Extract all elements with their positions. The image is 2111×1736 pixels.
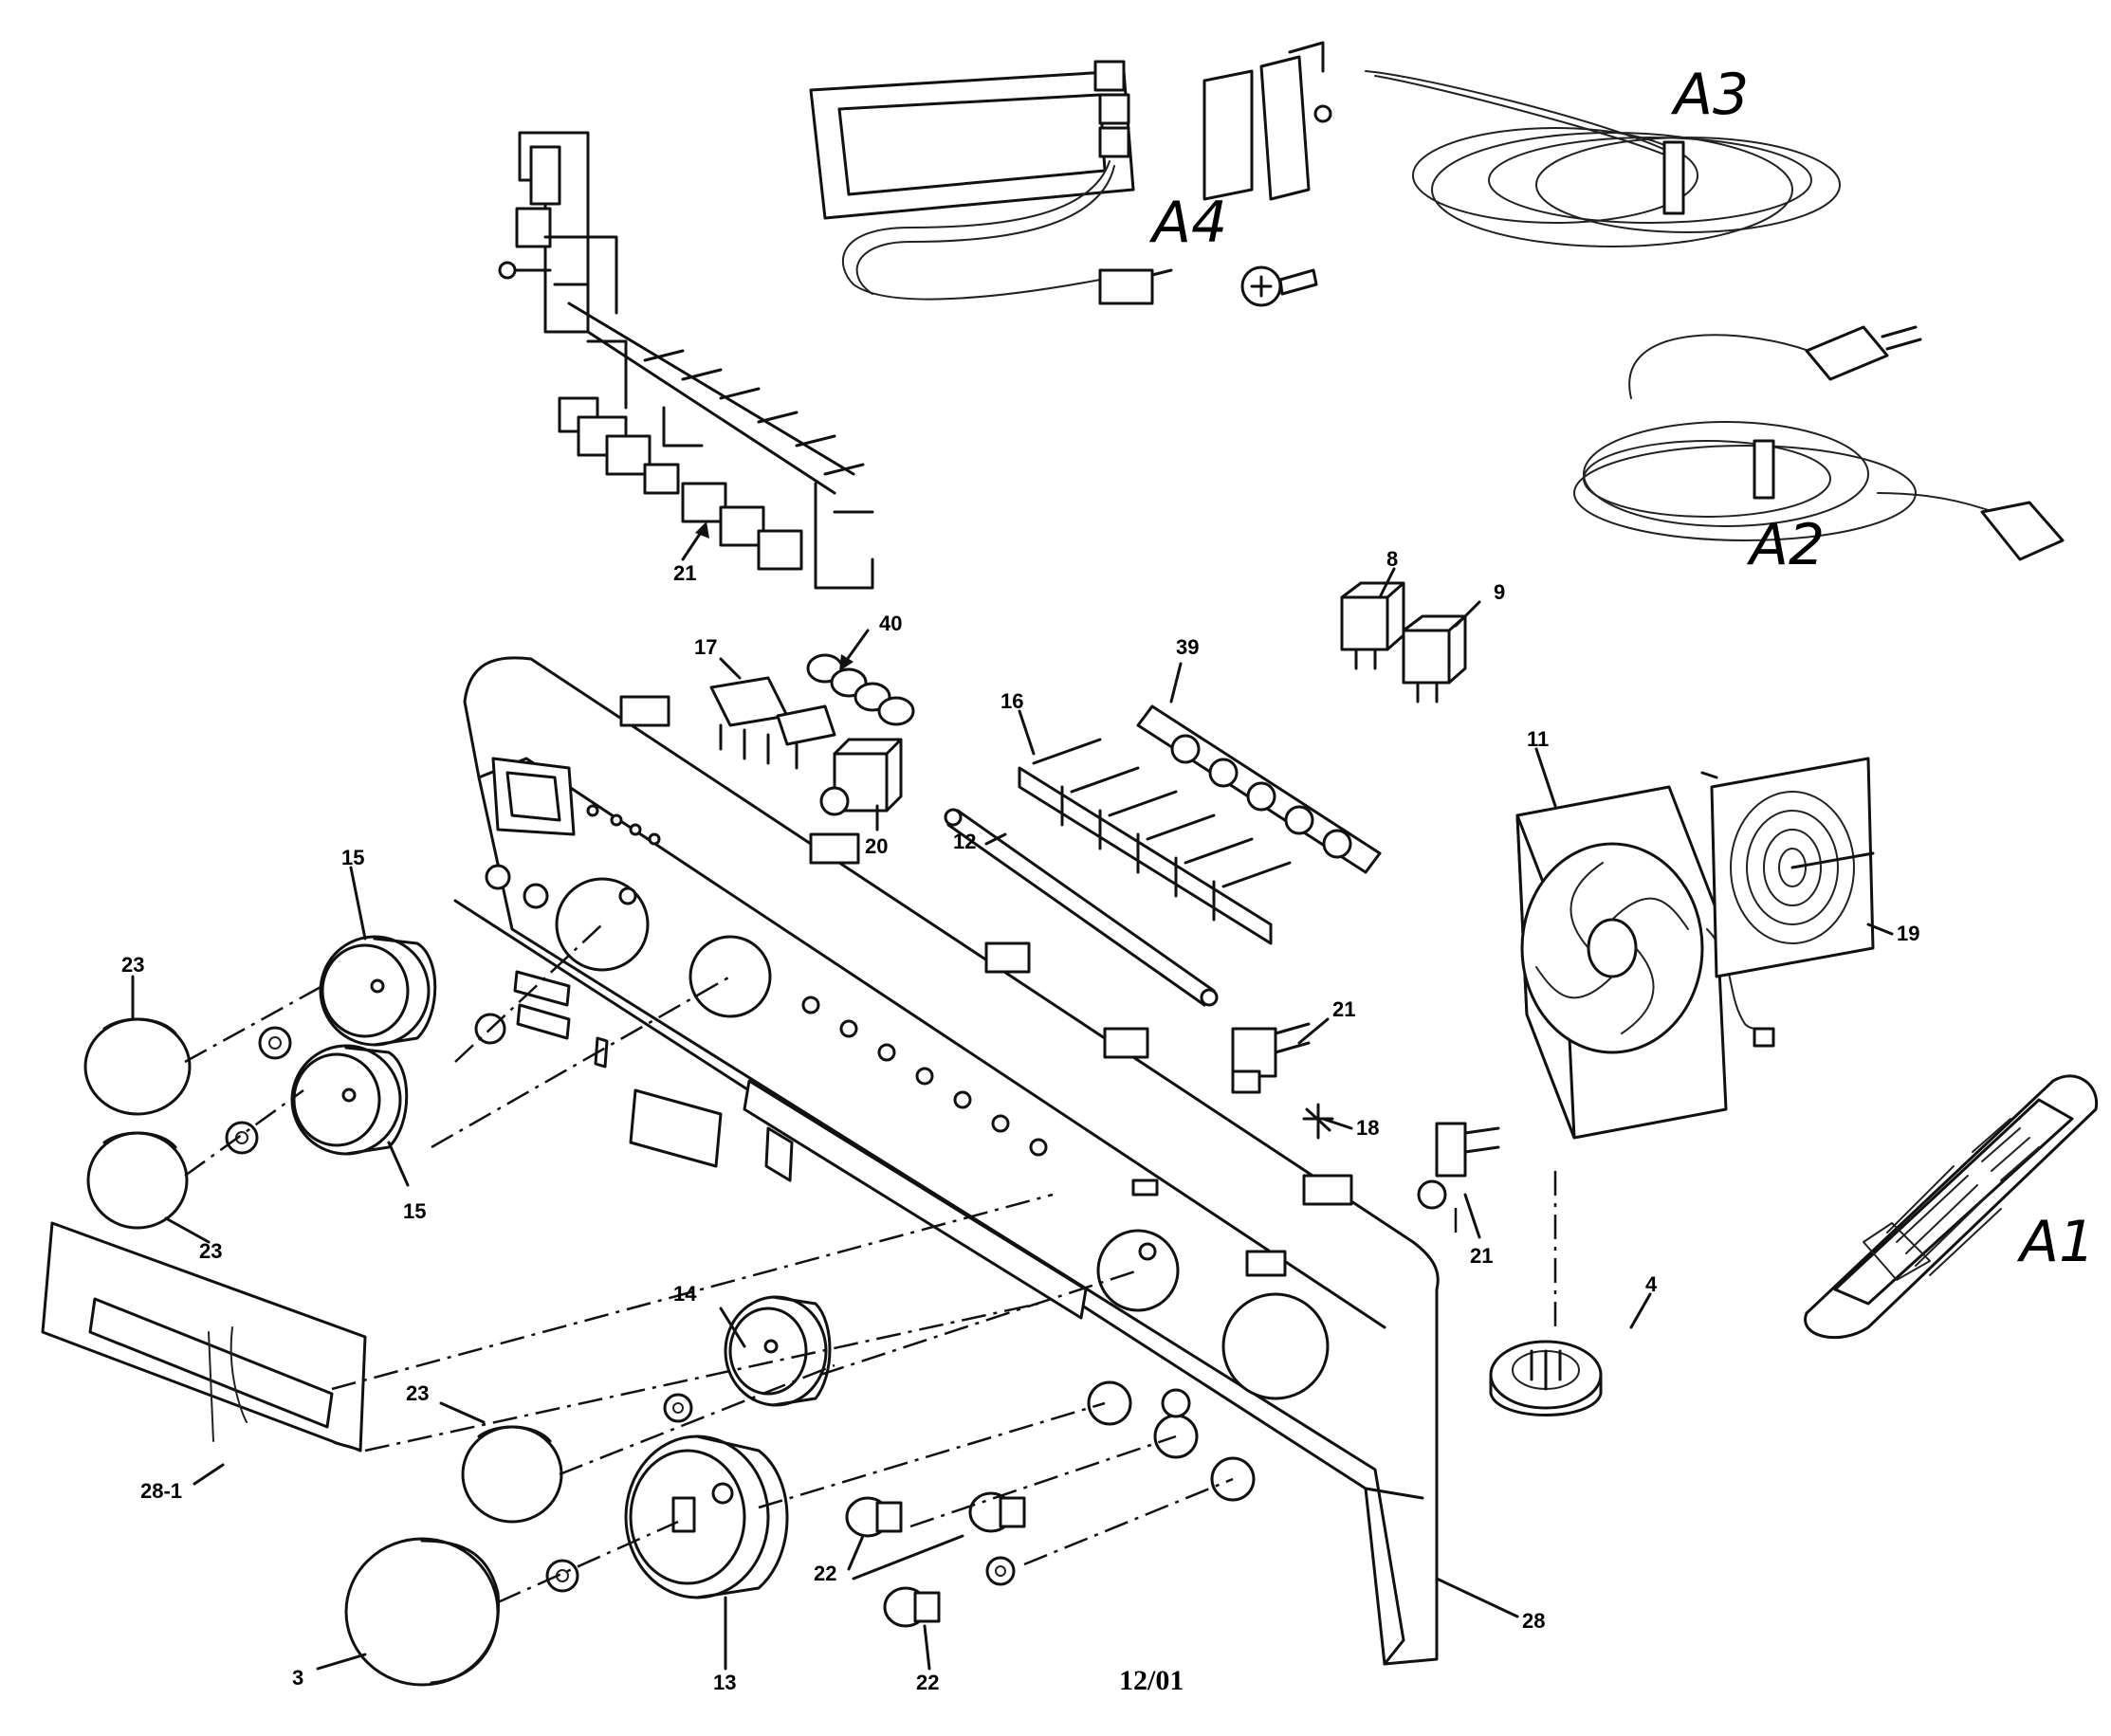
knob-cap-23-upper [83,1017,192,1116]
pin-22-b [968,1491,1026,1533]
callout-8: 8 [1386,547,1398,571]
callout-labels: 21 40 17 39 16 20 12 8 9 11 19 21 18 21 … [121,547,1919,1694]
part-39-board [1136,704,1382,874]
callout-22-b: 22 [916,1671,939,1694]
callout-11: 11 [1527,727,1549,751]
part-17-switch [709,676,836,770]
callout-14: 14 [673,1282,697,1306]
knob-ring-14 [724,1295,832,1407]
part-21-switch-low [1417,1122,1500,1210]
switch-bracket-assembly [498,131,874,590]
callout-4: 4 [1645,1272,1658,1296]
callout-20: 20 [865,834,888,858]
callout-28-1: 28-1 [140,1479,182,1503]
knob-cap-23-mid [461,1425,563,1524]
callout-19: 19 [1897,922,1919,945]
part-20-switch [819,738,903,816]
callout-17: 17 [694,635,717,659]
display-window-28-1 [41,1221,367,1453]
callout-22-a: 22 [814,1562,836,1585]
callout-9: 9 [1494,580,1505,604]
callout-13: 13 [713,1671,736,1694]
ac-power-cord [1573,325,2065,561]
callout-40: 40 [879,612,902,635]
part-16-board [1018,738,1292,945]
volume-knob-3 [344,1537,501,1687]
part-4-foot [1489,1340,1603,1416]
callout-3: 3 [292,1666,303,1690]
callout-12: 12 [953,830,976,853]
knob-ring-15-lower [290,1044,409,1156]
callout-18: 18 [1356,1116,1379,1140]
nut-lower [225,1121,259,1155]
part-21-switch-mid [1231,1022,1311,1094]
nut-low-left [545,1559,579,1593]
knob-ring-15-upper [319,935,437,1047]
label-a4: A4 [1148,190,1227,256]
callout-15-lower: 15 [403,1199,426,1223]
label-a3: A3 [1670,62,1749,128]
fm-wire-antenna [1365,70,1841,247]
callout-21-mid: 21 [1332,997,1355,1021]
switch-part-9 [1402,614,1467,704]
pin-22-c [883,1586,941,1628]
nut-mid [663,1393,693,1423]
knob-ring-13 [624,1434,789,1599]
callout-28: 28 [1522,1609,1545,1633]
date-code: 12/01 [1119,1665,1184,1696]
callout-15-upper: 15 [341,846,364,869]
callout-16: 16 [1000,689,1023,713]
label-a1: A1 [2016,1209,2095,1275]
callout-39: 39 [1176,635,1199,659]
nut-low-right [985,1556,1016,1586]
accessory-labels: A4 A3 A2 A1 [1148,62,2095,1275]
remote-control [1804,1074,2099,1340]
am-loop-antenna [809,60,1173,305]
pin-22-a [845,1496,903,1538]
switch-part-8 [1340,581,1405,670]
callout-21-top: 21 [673,561,696,585]
callout-23-upper: 23 [121,953,144,977]
part-18-clip [1302,1103,1334,1140]
callout-23-mid: 23 [406,1381,429,1405]
alignment-lines [184,923,1557,1604]
knob-cap-23-lower [86,1131,189,1230]
callout-23-lower: 23 [199,1239,222,1263]
antenna-mount-bracket [1202,41,1332,201]
leader-lines [131,521,1894,1671]
screw [1240,265,1318,307]
nut-upper [258,1026,292,1060]
label-a2: A2 [1746,512,1825,578]
callout-21-low: 21 [1470,1244,1493,1268]
fan-guard [1700,757,1875,978]
part-12-bar [944,808,1219,1007]
cooling-fan [1515,785,1775,1140]
